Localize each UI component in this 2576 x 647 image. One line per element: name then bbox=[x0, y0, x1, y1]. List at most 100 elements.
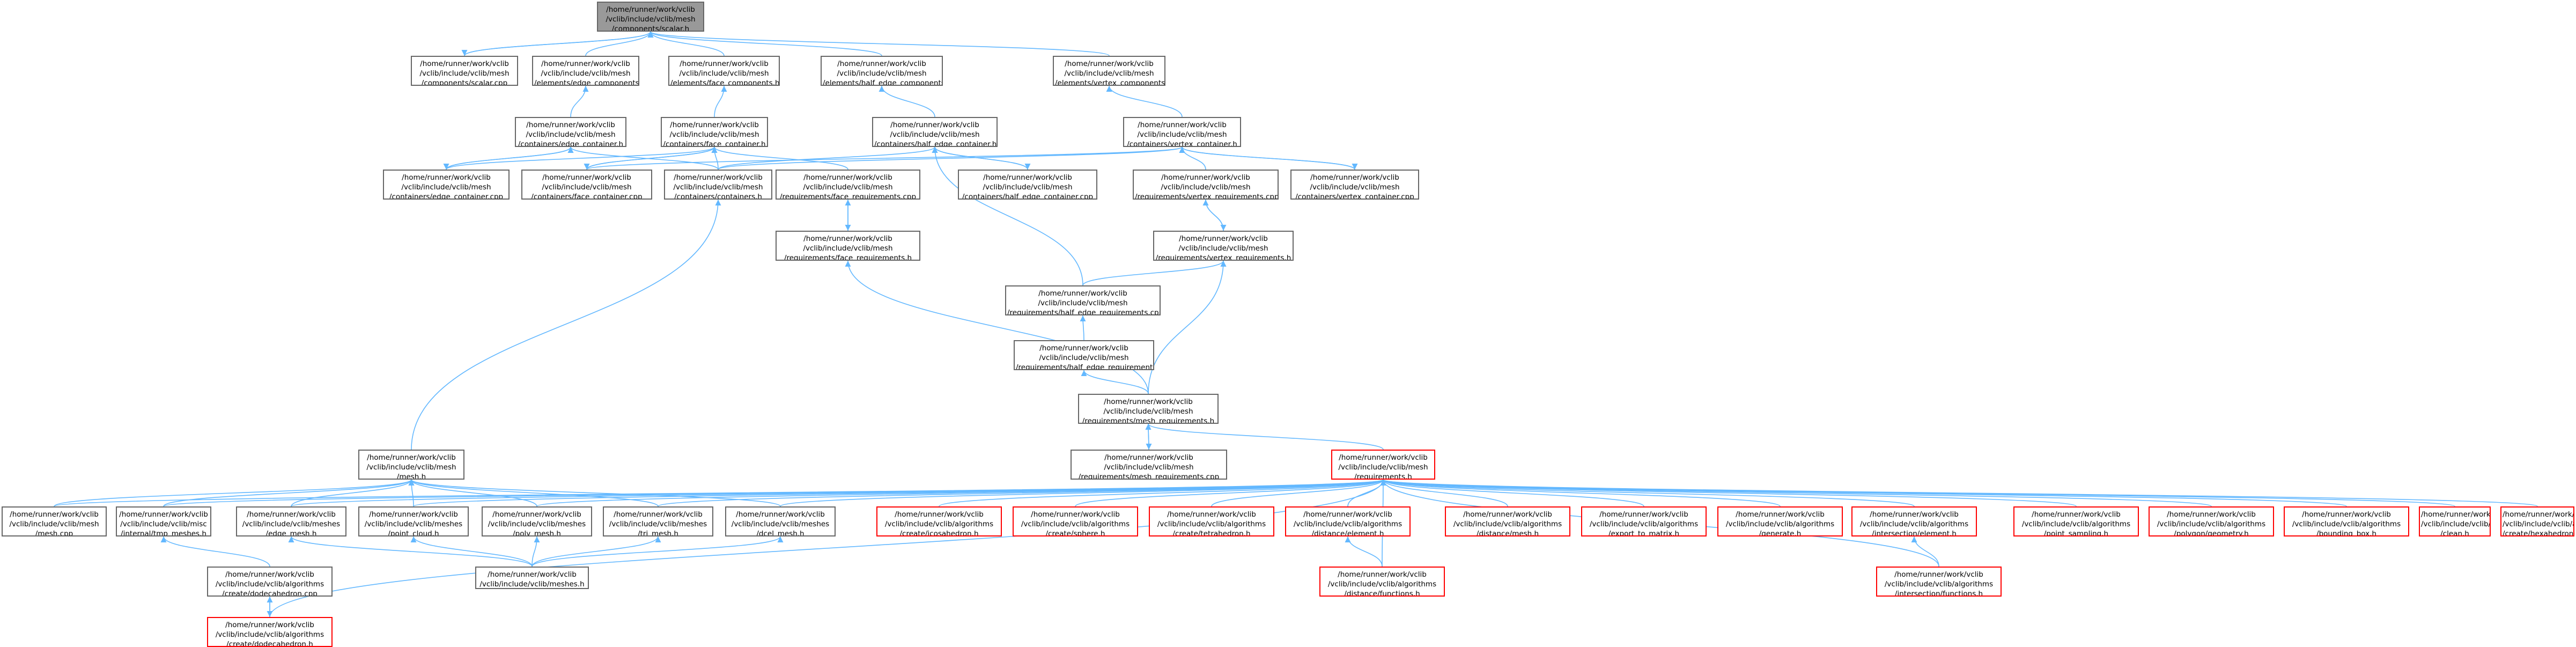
node-face-req[interactable]: /home/runner/work/vclib/vclib/include/vc… bbox=[776, 231, 920, 261]
node-label-line: /dcel_mesh.h bbox=[756, 530, 804, 536]
edge-he_req_cpp-to-vert_req bbox=[1082, 260, 1227, 286]
edge-poly_mesh-to-mesh_h bbox=[408, 479, 537, 507]
node-dist-mesh[interactable]: /home/runner/work/vclib/vclib/include/vc… bbox=[1445, 506, 1570, 536]
node-he-cont[interactable]: /home/runner/work/vclib/vclib/include/vc… bbox=[872, 117, 998, 147]
node-label-line: /containers/face_container.cpp bbox=[531, 193, 643, 200]
edge-containers-to-face_cont bbox=[711, 146, 719, 170]
node-clean[interactable]: /home/runner/work/vclib/vclib/include/vc… bbox=[2419, 506, 2491, 536]
node-label-line: /point_cloud.h bbox=[388, 530, 439, 536]
node-label-line: /vclib/include/vclib/mesh bbox=[1064, 69, 1154, 78]
node-vert-req[interactable]: /home/runner/work/vclib/vclib/include/vc… bbox=[1153, 231, 1294, 261]
node-dodeca-cpp[interactable]: /home/runner/work/vclib/vclib/include/vc… bbox=[207, 567, 333, 597]
node-vert-comp[interactable]: /home/runner/work/vclib/vclib/include/vc… bbox=[1053, 56, 1165, 86]
node-label-line: /elements/face_components.h bbox=[670, 79, 780, 86]
node-label-line: /intersection/element.h bbox=[1872, 530, 1957, 536]
node-label-line: /polygon/geometry.h bbox=[2174, 530, 2249, 536]
node-dist-functions[interactable]: /home/runner/work/vclib/vclib/include/vc… bbox=[1319, 567, 1445, 597]
node-label-line: /home/runner/work/vclib bbox=[1039, 344, 1128, 352]
node-label-line: /containers/vertex_container.h bbox=[1127, 140, 1237, 147]
node-point-cloud[interactable]: /home/runner/work/vclib/vclib/include/vc… bbox=[358, 506, 469, 536]
node-label-line: /vclib/include/vclib/mesh bbox=[890, 130, 980, 139]
edge-he_req-to-he_req_cpp bbox=[1080, 315, 1086, 341]
node-label-line: /vclib/include/vclib/mesh bbox=[803, 244, 893, 253]
node-he-req[interactable]: /home/runner/work/vclib/vclib/include/vc… bbox=[1014, 340, 1154, 370]
node-label-line: /vclib/include/vclib/meshes bbox=[364, 520, 463, 528]
node-edge-mesh[interactable]: /home/runner/work/vclib/vclib/include/vc… bbox=[236, 506, 346, 536]
node-label-line: /containers/half_edge_container.cpp bbox=[962, 193, 1094, 200]
node-face-req-cpp[interactable]: /home/runner/work/vclib/vclib/include/vc… bbox=[776, 170, 920, 200]
node-sphere[interactable]: /home/runner/work/vclib/vclib/include/vc… bbox=[1013, 506, 1138, 536]
node-vert-cont-cpp[interactable]: /home/runner/work/vclib/vclib/include/vc… bbox=[1290, 170, 1419, 200]
node-label-line: /vclib/include/vclib/mesh bbox=[803, 183, 893, 192]
node-label-line: /vclib/include/vclib/mesh bbox=[1039, 354, 1129, 362]
node-label-line: /home/runner/work/vclib bbox=[1179, 234, 1268, 243]
node-mesh-cpp[interactable]: /home/runner/work/vclib/vclib/include/vc… bbox=[2, 506, 107, 536]
node-label-line: /vclib/include/vclib/algorithms bbox=[1884, 580, 1994, 589]
node-label-line: /home/runner/work/vclib bbox=[225, 570, 314, 579]
node-meshes-h[interactable]: /home/runner/work/vclib/vclib/include/vc… bbox=[475, 567, 589, 589]
node-inter-functions[interactable]: /home/runner/work/vclib/vclib/include/vc… bbox=[1876, 567, 2002, 597]
node-containers[interactable]: /home/runner/work/vclib/vclib/include/vc… bbox=[664, 170, 772, 200]
edge-point_cloud-to-mesh_h bbox=[408, 479, 415, 507]
node-point-sampling[interactable]: /home/runner/work/vclib/vclib/include/vc… bbox=[2013, 506, 2139, 536]
node-edge-cont-cpp[interactable]: /home/runner/work/vclib/vclib/include/vc… bbox=[383, 170, 510, 200]
node-tetrahedron[interactable]: /home/runner/work/vclib/vclib/include/vc… bbox=[1149, 506, 1274, 536]
node-icosahedron[interactable]: /home/runner/work/vclib/vclib/include/vc… bbox=[876, 506, 1002, 536]
node-label-line: /mesh.cpp bbox=[35, 530, 73, 536]
node-label-line: /distance/element.h bbox=[1311, 530, 1384, 536]
node-he-comp[interactable]: /home/runner/work/vclib/vclib/include/vc… bbox=[821, 56, 943, 86]
node-scalar-cpp[interactable]: /home/runner/work/vclib/vclib/include/vc… bbox=[411, 56, 518, 86]
node-face-cont[interactable]: /home/runner/work/vclib/vclib/include/vc… bbox=[661, 117, 768, 147]
node-mesh-h[interactable]: /home/runner/work/vclib/vclib/include/vc… bbox=[358, 450, 464, 480]
node-label-line: /home/runner/work/vclib bbox=[1138, 121, 1227, 129]
node-he-req-cpp[interactable]: /home/runner/work/vclib/vclib/include/vc… bbox=[1005, 285, 1161, 315]
node-label-line: /vclib/include/vclib/algorithms bbox=[1453, 520, 1562, 528]
node-polygon-geom[interactable]: /home/runner/work/vclib/vclib/include/vc… bbox=[2149, 506, 2274, 536]
node-requirements[interactable]: /home/runner/work/vclib/vclib/include/vc… bbox=[1331, 450, 1435, 480]
node-dcel-mesh[interactable]: /home/runner/work/vclib/vclib/include/vc… bbox=[725, 506, 836, 536]
node-face-comp[interactable]: /home/runner/work/vclib/vclib/include/vc… bbox=[668, 56, 780, 86]
node-label-line: /home/runner/work/vclib bbox=[837, 60, 926, 68]
node-tmp-meshes[interactable]: /home/runner/work/vclib/vclib/include/vc… bbox=[116, 506, 211, 536]
edge-tmp_meshes-to-mesh_h bbox=[163, 479, 415, 507]
node-label-line: /home/runner/work/vclib bbox=[1894, 570, 1983, 579]
node-label-line: /containers/edge_container.h bbox=[518, 140, 624, 147]
node-he-cont-cpp[interactable]: /home/runner/work/vclib/vclib/include/vc… bbox=[958, 170, 1097, 200]
node-label-line: /create/dodecahedron.h bbox=[226, 640, 313, 647]
edge-edge_cont-to-edge_comp bbox=[570, 85, 589, 117]
node-label-line: /home/runner/work/vclib bbox=[542, 173, 631, 182]
node-label-line: /requirements/vertex_requirements.cpp bbox=[1135, 193, 1279, 200]
node-vert-req-cpp[interactable]: /home/runner/work/vclib/vclib/include/vc… bbox=[1133, 170, 1279, 200]
node-generate[interactable]: /home/runner/work/vclib/vclib/include/vc… bbox=[1717, 506, 1843, 536]
node-face-cont-cpp[interactable]: /home/runner/work/vclib/vclib/include/vc… bbox=[521, 170, 652, 200]
node-edge-comp[interactable]: /home/runner/work/vclib/vclib/include/vc… bbox=[532, 56, 639, 86]
node-label-line: /home/runner/work/vclib bbox=[369, 510, 458, 519]
node-label-line: /vclib/include/vclib/meshes.h bbox=[479, 580, 585, 589]
node-inter-element[interactable]: /home/runner/work/vclib/vclib/include/vc… bbox=[1851, 506, 1977, 536]
node-hexahedron[interactable]: /home/runner/work/vclib/vclib/include/vc… bbox=[2500, 506, 2574, 536]
node-label-line: /containers/containers.h bbox=[674, 193, 762, 200]
node-label-line: /poly_mesh.h bbox=[513, 530, 561, 536]
node-label-line: /home/runner/work/vclib bbox=[1339, 453, 1428, 462]
edge-vert_comp-to-root bbox=[647, 31, 1110, 56]
node-vert-cont[interactable]: /home/runner/work/vclib/vclib/include/vc… bbox=[1123, 117, 1241, 147]
edge-dodeca_h-to-requirements bbox=[269, 479, 1386, 617]
node-bounding-box[interactable]: /home/runner/work/vclib/vclib/include/vc… bbox=[2284, 506, 2409, 536]
node-dist-element[interactable]: /home/runner/work/vclib/vclib/include/vc… bbox=[1285, 506, 1411, 536]
node-edge-cont[interactable]: /home/runner/work/vclib/vclib/include/vc… bbox=[515, 117, 626, 147]
node-label-line: /home/runner/work/vclib bbox=[1303, 510, 1392, 519]
node-label-line: /home/runner/work/vclib bbox=[1031, 510, 1120, 519]
node-poly-mesh[interactable]: /home/runner/work/vclib/vclib/include/vc… bbox=[482, 506, 592, 536]
node-label-line: /vclib/include/vclib/algorithms bbox=[2503, 520, 2573, 528]
node-label-line: /home/runner/work/vclib bbox=[803, 234, 892, 243]
node-label-line: /home/runner/work/vclib bbox=[2503, 510, 2574, 519]
node-mesh-req[interactable]: /home/runner/work/vclib/vclib/include/vc… bbox=[1078, 394, 1219, 424]
node-mesh-req-cpp[interactable]: /home/runner/work/vclib/vclib/include/vc… bbox=[1071, 450, 1227, 480]
node-export-matrix[interactable]: /home/runner/work/vclib/vclib/include/vc… bbox=[1581, 506, 1707, 536]
node-dodeca-h[interactable]: /home/runner/work/vclib/vclib/include/vc… bbox=[207, 617, 333, 647]
edge-sphere-to-requirements bbox=[1075, 479, 1386, 507]
node-label-line: /home/runner/work/vclib bbox=[2302, 510, 2391, 519]
node-tri-mesh[interactable]: /home/runner/work/vclib/vclib/include/vc… bbox=[603, 506, 713, 536]
node-label-line: /elements/edge_components.h bbox=[534, 79, 639, 86]
